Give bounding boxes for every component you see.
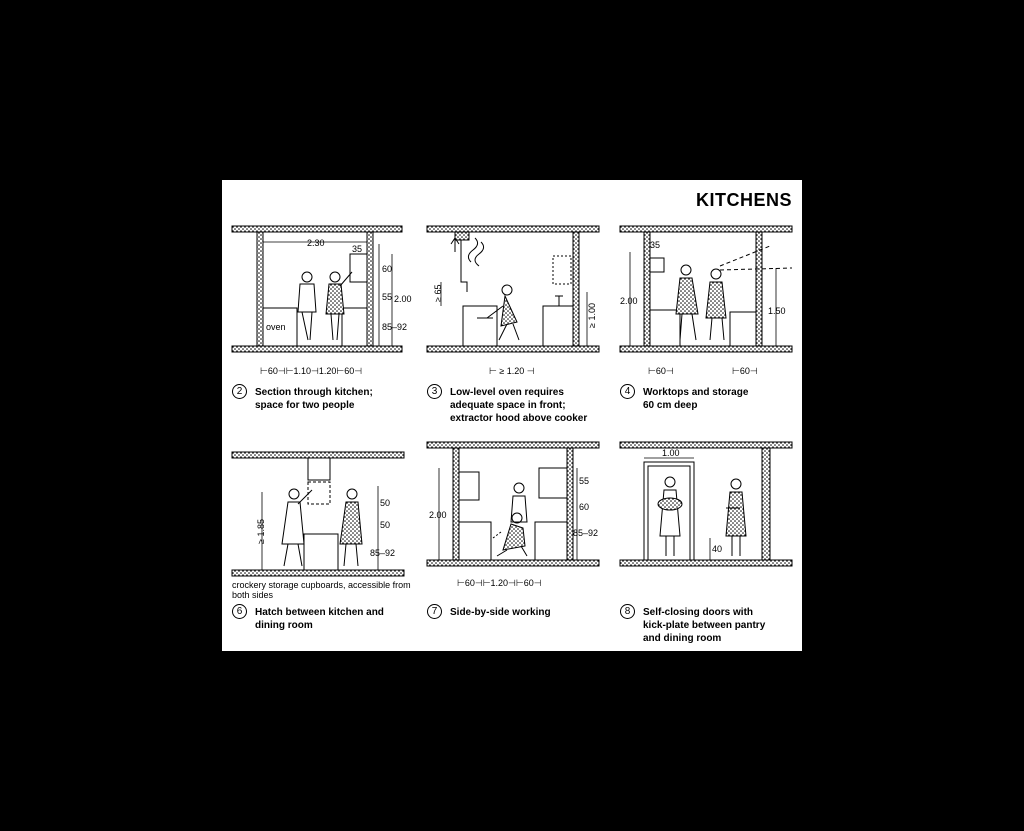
- dim-width: 2.30: [307, 238, 325, 248]
- dim-sink: ≥ 1.00: [587, 303, 597, 328]
- figure-number: 3: [427, 384, 442, 399]
- bottom-dims: ⊢60⊣⊢1.10⊣1.20⊢60⊣: [260, 366, 362, 376]
- dim-hood: ≥ 65: [433, 285, 443, 302]
- figure-number: 6: [232, 604, 247, 619]
- caption-text: Side-by-side working: [450, 607, 551, 618]
- crockery-note: crockery storage cupboards, accessible f…: [232, 580, 411, 600]
- caption: 6 Hatch between kitchen and dining room: [232, 604, 384, 632]
- bottom-dims: ⊢60⊣⊢1.20⊣⊢60⊣: [457, 578, 542, 588]
- kitchen-section-drawing: 2.30 oven 35 60 55 85–92 2.00 ⊢60⊣⊢1.10⊣…: [231, 225, 412, 376]
- caption-text: Low-level oven requires adequate space i…: [450, 387, 588, 424]
- dim-reach: ≥ 1.85: [256, 519, 266, 544]
- dim-h2: 50: [380, 520, 390, 530]
- dim-left-total: 2.00: [620, 296, 638, 306]
- doors-drawing: 1.00 40: [619, 441, 793, 567]
- figure-number: 4: [620, 384, 635, 399]
- caption: 2 Section through kitchen; space for two…: [232, 384, 373, 412]
- worktops-drawing: 35 2.00 1.50 ⊢60⊣ ⊢60⊣: [619, 225, 793, 376]
- dim-kick: 40: [712, 544, 722, 554]
- page-title: KITCHENS: [695, 190, 792, 210]
- caption: 7 Side-by-side working: [427, 604, 551, 619]
- caption-text: Worktops and storage 60 cm deep: [643, 387, 749, 411]
- caption: 4 Worktops and storage 60 cm deep: [620, 384, 749, 412]
- side-by-side-drawing: 2.00 55 60 85–92 ⊢60⊣⊢1.20⊣⊢60⊣: [426, 441, 600, 588]
- dim-right-total: 1.50: [768, 306, 786, 316]
- caption: 8 Self-closing doors with kick-plate bet…: [620, 604, 766, 645]
- bottom-dims: ⊢ ≥ 1.20 ⊣: [489, 366, 535, 376]
- dim-door: 1.00: [662, 448, 680, 458]
- bottom-dims-left: ⊢60⊣: [648, 366, 674, 376]
- caption-text: Section through kitchen; space for two p…: [255, 387, 373, 411]
- dim-h1: 60: [382, 264, 392, 274]
- caption-text: Hatch between kitchen and dining room: [255, 607, 384, 631]
- oven-label: oven: [266, 322, 286, 332]
- figure-number: 7: [427, 604, 442, 619]
- caption-text: Self-closing doors with kick-plate betwe…: [643, 607, 766, 644]
- dim-total: 2.00: [429, 510, 447, 520]
- dim-h1: 50: [380, 498, 390, 508]
- bottom-dims-right: ⊢60⊣: [732, 366, 758, 376]
- hatch-drawing: ≥ 1.85 50 50 85–92: [231, 451, 405, 577]
- low-oven-drawing: ≥ 65 ≥ 1.00 ⊢ ≥ 1.20 ⊣: [426, 225, 600, 376]
- caption: 3 Low-level oven requires adequate space…: [427, 384, 588, 425]
- dim-upper: 35: [352, 244, 362, 254]
- dim-h2: 60: [579, 502, 589, 512]
- figure-number: 8: [620, 604, 635, 619]
- diagram-sheet: KITCHENS 2.30 oven: [222, 180, 802, 651]
- dim-h3: 85–92: [370, 548, 395, 558]
- dim-h2: 55: [382, 292, 392, 302]
- dim-h1: 55: [579, 476, 589, 486]
- dim-h3: 85–92: [382, 322, 407, 332]
- dim-h3: 85–92: [573, 528, 598, 538]
- dim-upper: 35: [650, 240, 660, 250]
- dim-total: 2.00: [394, 294, 412, 304]
- figure-number: 2: [232, 384, 247, 399]
